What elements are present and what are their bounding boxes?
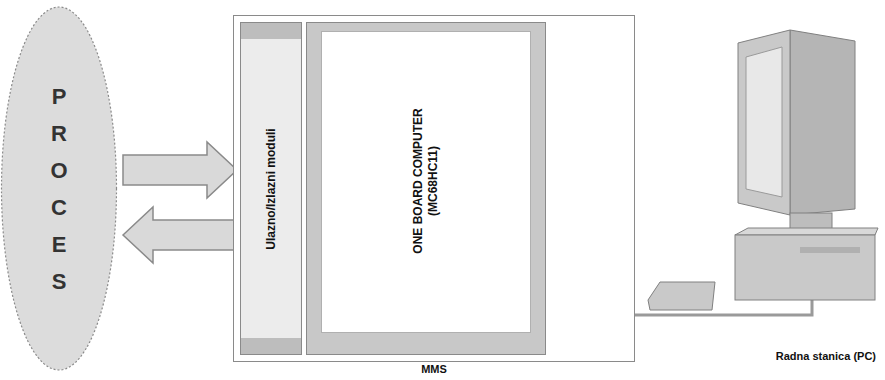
process-ellipse: PROCES <box>0 5 118 372</box>
io-module: Ulazno/Izlazni moduli <box>240 22 302 355</box>
workstation-pc: Radna stanica (PC) <box>640 25 880 365</box>
mms-housing: Ulazno/Izlazni moduli ONE BOARD COMPUTER … <box>233 15 635 362</box>
monitor-casing <box>790 30 855 215</box>
module-band <box>241 23 301 39</box>
pc-illustration <box>640 25 880 365</box>
module-label: Ulazno/Izlazni moduli <box>264 128 278 249</box>
ellipse-outline <box>0 5 118 372</box>
keyboard <box>648 282 715 310</box>
ellipse-shape <box>2 7 117 370</box>
workstation-label: Radna stanica (PC) <box>776 350 876 363</box>
cpu-case <box>735 235 875 300</box>
process-letters: PROCES <box>48 78 70 300</box>
cpu-top <box>735 228 878 235</box>
block-arrow <box>123 207 237 263</box>
board-label: ONE BOARD COMPUTER (MC68HC11) <box>411 96 441 266</box>
board-computer: ONE BOARD COMPUTER (MC68HC11) <box>306 22 546 355</box>
housing-label: MMS <box>234 363 634 376</box>
block-arrow <box>123 142 237 198</box>
monitor-screen <box>746 47 782 197</box>
module-band <box>241 338 301 354</box>
monitor-bezel <box>738 30 790 215</box>
drive-slot <box>800 247 860 253</box>
